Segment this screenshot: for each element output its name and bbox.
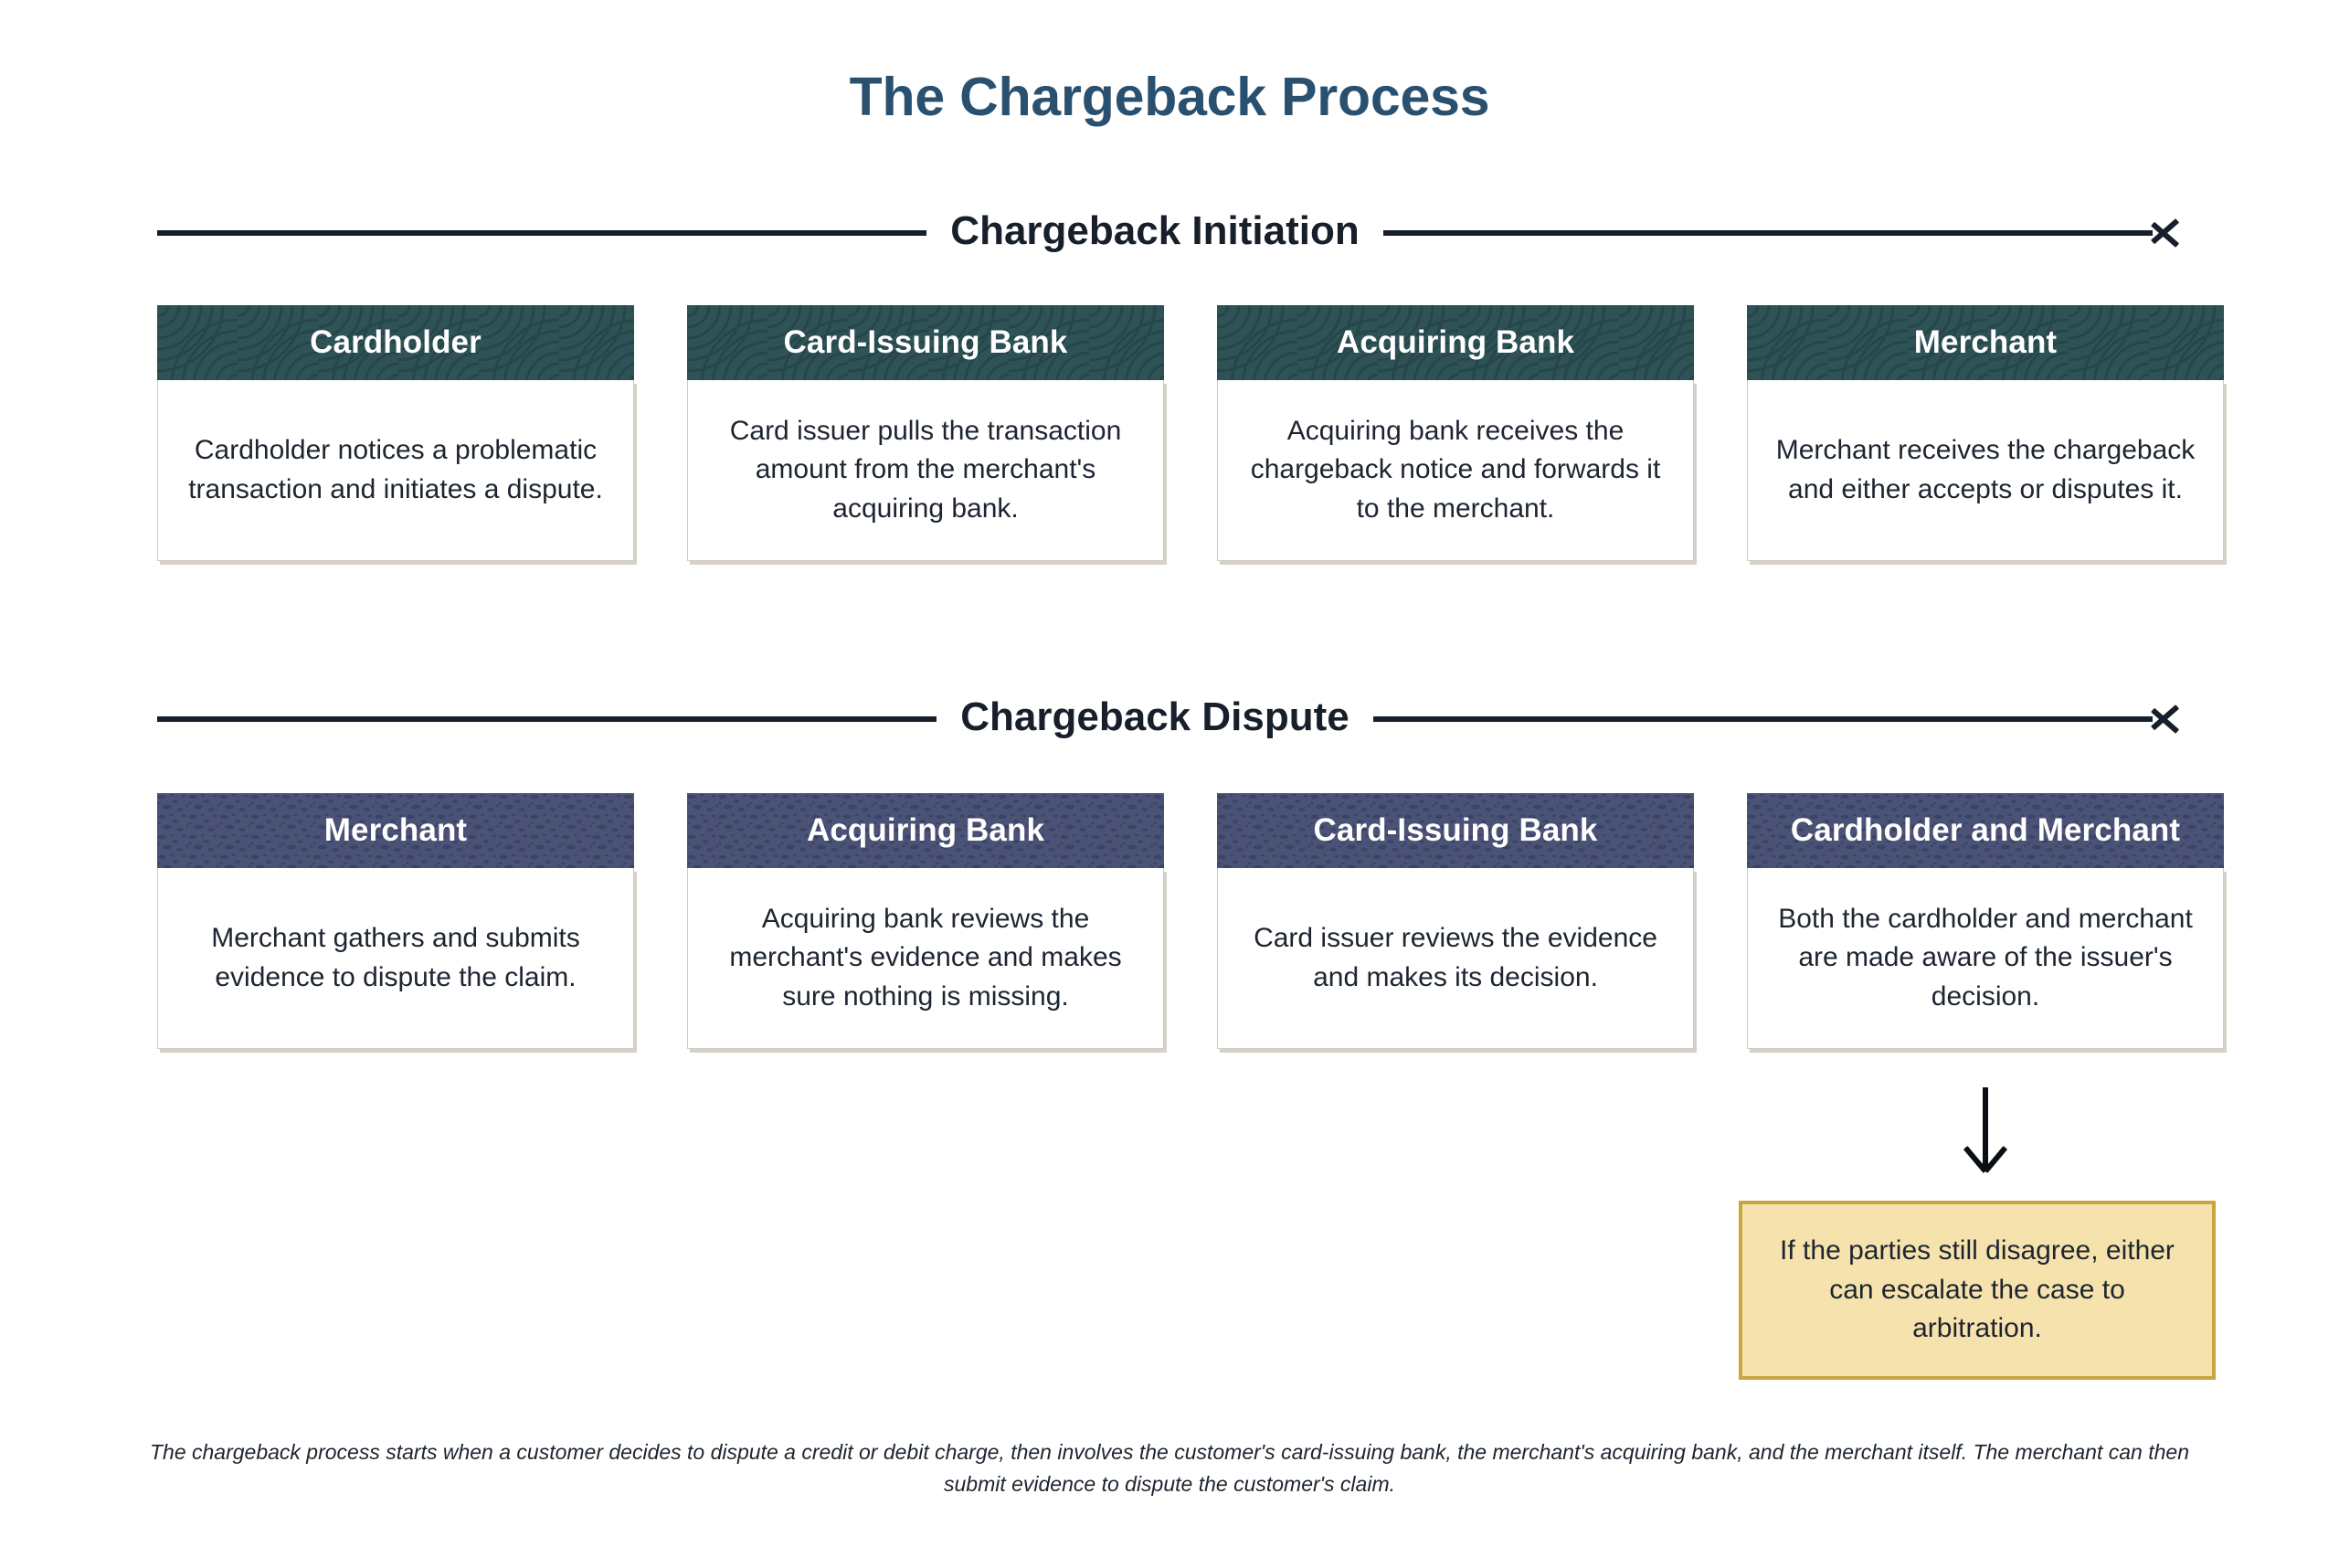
band-line-right — [1382, 230, 2154, 236]
card-text: Merchant receives the chargeback and eit… — [1775, 434, 2196, 504]
arrow-down-icon — [1983, 1087, 1988, 1170]
card-header: Cardholder — [157, 305, 634, 380]
card-body: Card issuer reviews the evidence and mak… — [1217, 868, 1694, 1049]
card-body: Merchant receives the chargeback and eit… — [1747, 380, 2224, 561]
card-body: Card issuer pulls the transaction amount… — [687, 380, 1164, 561]
page-title: The Chargeback Process — [849, 67, 1490, 127]
footer-note: The chargeback process starts when a cus… — [149, 1440, 2189, 1496]
callout-text: If the parties still disagree, either ca… — [1780, 1235, 2175, 1344]
card-text: Card issuer reviews the evidence and mak… — [1254, 922, 1657, 992]
card-dispute-acquiring-bank[interactable]: Acquiring Bank Acquiring bank reviews th… — [687, 793, 1164, 1049]
card-body: Acquiring bank receives the chargeback n… — [1217, 380, 1694, 561]
card-header: Merchant — [1747, 305, 2224, 380]
card-text: Merchant gathers and submits evidence to… — [211, 922, 580, 992]
card-text: Both the cardholder and merchant are mad… — [1778, 903, 2193, 1012]
card-header: Card-Issuing Bank — [1217, 793, 1694, 868]
card-header: Cardholder and Merchant — [1747, 793, 2224, 868]
card-dispute-cardholder-and-merchant[interactable]: Cardholder and Merchant Both the cardhol… — [1747, 793, 2224, 1049]
contour-pattern-icon — [687, 305, 1164, 380]
arrow-right-icon — [2151, 698, 2187, 740]
contour-pattern-icon — [1747, 305, 2224, 380]
card-title: Cardholder — [310, 324, 482, 360]
band-line-left — [157, 230, 927, 236]
card-text: Card issuer pulls the transaction amount… — [729, 415, 1122, 524]
contour-pattern-icon — [157, 305, 634, 380]
card-dispute-merchant[interactable]: Merchant Merchant gathers and submits ev… — [157, 793, 634, 1049]
arbitration-callout: If the parties still disagree, either ca… — [1739, 1201, 2216, 1380]
card-body: Both the cardholder and merchant are mad… — [1747, 868, 2224, 1049]
section-label-dispute: Chargeback Dispute — [960, 694, 1349, 739]
band-line-right — [1372, 716, 2153, 722]
speckle-pattern-icon — [1217, 793, 1694, 868]
section-label-initiation: Chargeback Initiation — [950, 208, 1360, 253]
card-body: Acquiring bank reviews the merchant's ev… — [687, 868, 1164, 1049]
card-card-issuing-bank[interactable]: Card-Issuing Bank Card issuer pulls the … — [687, 305, 1164, 561]
speckle-pattern-icon — [157, 793, 634, 868]
card-text: Acquiring bank receives the chargeback n… — [1250, 415, 1661, 524]
card-title: Acquiring Bank — [1336, 324, 1575, 360]
card-text: Cardholder notices a problematic transac… — [188, 434, 603, 504]
card-dispute-card-issuing-bank[interactable]: Card-Issuing Bank Card issuer reviews th… — [1217, 793, 1694, 1049]
card-title: Acquiring Bank — [806, 812, 1045, 848]
contour-pattern-icon — [1217, 305, 1694, 380]
section-band-initiation: Chargeback Initiation — [157, 206, 2187, 260]
card-text: Acquiring bank reviews the merchant's ev… — [729, 903, 1122, 1012]
card-title: Merchant — [323, 812, 468, 848]
speckle-pattern-icon — [1747, 793, 2224, 868]
arrow-right-icon — [2151, 212, 2187, 254]
card-body: Cardholder notices a problematic transac… — [157, 380, 634, 561]
card-title: Merchant — [1913, 324, 2058, 360]
card-header: Merchant — [157, 793, 634, 868]
speckle-pattern-icon — [687, 793, 1164, 868]
card-header: Card-Issuing Bank — [687, 305, 1164, 380]
card-title: Card-Issuing Bank — [783, 324, 1068, 360]
card-header: Acquiring Bank — [687, 793, 1164, 868]
card-title: Card-Issuing Bank — [1313, 812, 1598, 848]
card-title: Cardholder and Merchant — [1790, 812, 2181, 848]
card-header: Acquiring Bank — [1217, 305, 1694, 380]
section-band-dispute: Chargeback Dispute — [157, 692, 2187, 747]
band-line-left — [157, 716, 937, 722]
card-body: Merchant gathers and submits evidence to… — [157, 868, 634, 1049]
card-acquiring-bank[interactable]: Acquiring Bank Acquiring bank receives t… — [1217, 305, 1694, 561]
card-merchant[interactable]: Merchant Merchant receives the chargebac… — [1747, 305, 2224, 561]
card-cardholder[interactable]: Cardholder Cardholder notices a problema… — [157, 305, 634, 561]
